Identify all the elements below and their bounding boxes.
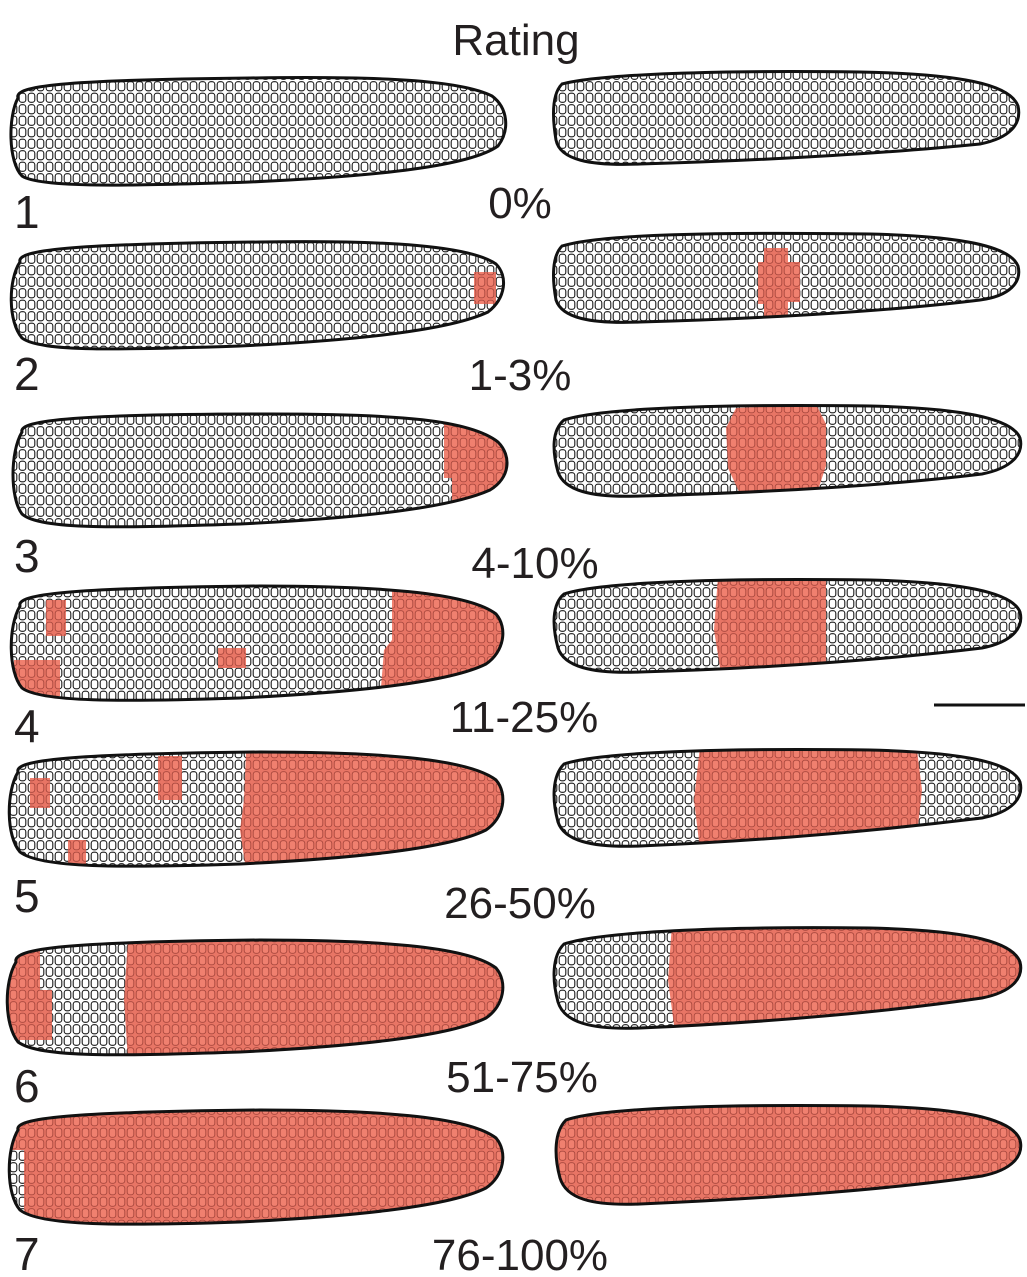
ear-5-right [540, 735, 1027, 855]
ear-6-left [0, 930, 520, 1070]
ear-7-left [0, 1100, 520, 1240]
rot-percent-range: 4-10% [471, 539, 598, 588]
ear-2-right [540, 225, 1027, 335]
rot-patch [380, 586, 520, 700]
rot-patch [218, 648, 246, 668]
rating-number: 5 [14, 870, 40, 922]
rot-percent-range: 76-100% [432, 1231, 608, 1277]
rot-patch [474, 272, 496, 304]
ear-4-right [540, 565, 1027, 685]
row-rating-7: 7 76-100% [0, 1095, 1027, 1277]
rot-patch [124, 940, 520, 1060]
ear-3-left [0, 400, 520, 540]
rating-number: 6 [14, 1060, 40, 1112]
rot-percent-range: 51-75% [446, 1053, 598, 1102]
row-rating-2: 2 1-3% [0, 225, 1027, 400]
rot-patch [46, 600, 66, 636]
ear-1-left [0, 60, 520, 200]
ear-4-left [0, 575, 520, 715]
ear-2-left [0, 230, 520, 360]
rot-patch [726, 404, 826, 494]
rot-patch [14, 660, 60, 696]
rot-patch [694, 742, 922, 850]
row-rating-1: 1 0% [0, 60, 1027, 238]
rot-percent-range: 0% [488, 179, 552, 228]
rot-percent-range: 1-3% [469, 351, 572, 400]
rot-percent-range: 26-50% [444, 879, 596, 928]
row-rating-4: 4 11-25% [0, 565, 1027, 752]
rot-percent-range: 11-25% [450, 693, 598, 742]
rating-number: 4 [14, 700, 40, 752]
ear-1-right [540, 60, 1027, 180]
ear-6-right [540, 915, 1027, 1040]
ear-5-left [0, 740, 520, 880]
rating-number: 2 [14, 348, 40, 400]
rating-number: 1 [14, 186, 40, 238]
rot-patch [30, 778, 50, 808]
rot-patch [158, 756, 182, 800]
rot-patch [68, 840, 86, 864]
ear-7-right [540, 1095, 1027, 1215]
rating-number: 7 [14, 1228, 40, 1277]
ear-3-right [540, 395, 1027, 510]
row-rating-5: 5 26-50% [0, 735, 1027, 928]
rating-number: 3 [14, 530, 40, 582]
row-rating-6: 6 51-75% [0, 915, 1027, 1112]
rot-patch [444, 424, 520, 510]
row-rating-3: 3 4-10% [0, 395, 1027, 588]
figure-title: Rating [452, 16, 579, 65]
